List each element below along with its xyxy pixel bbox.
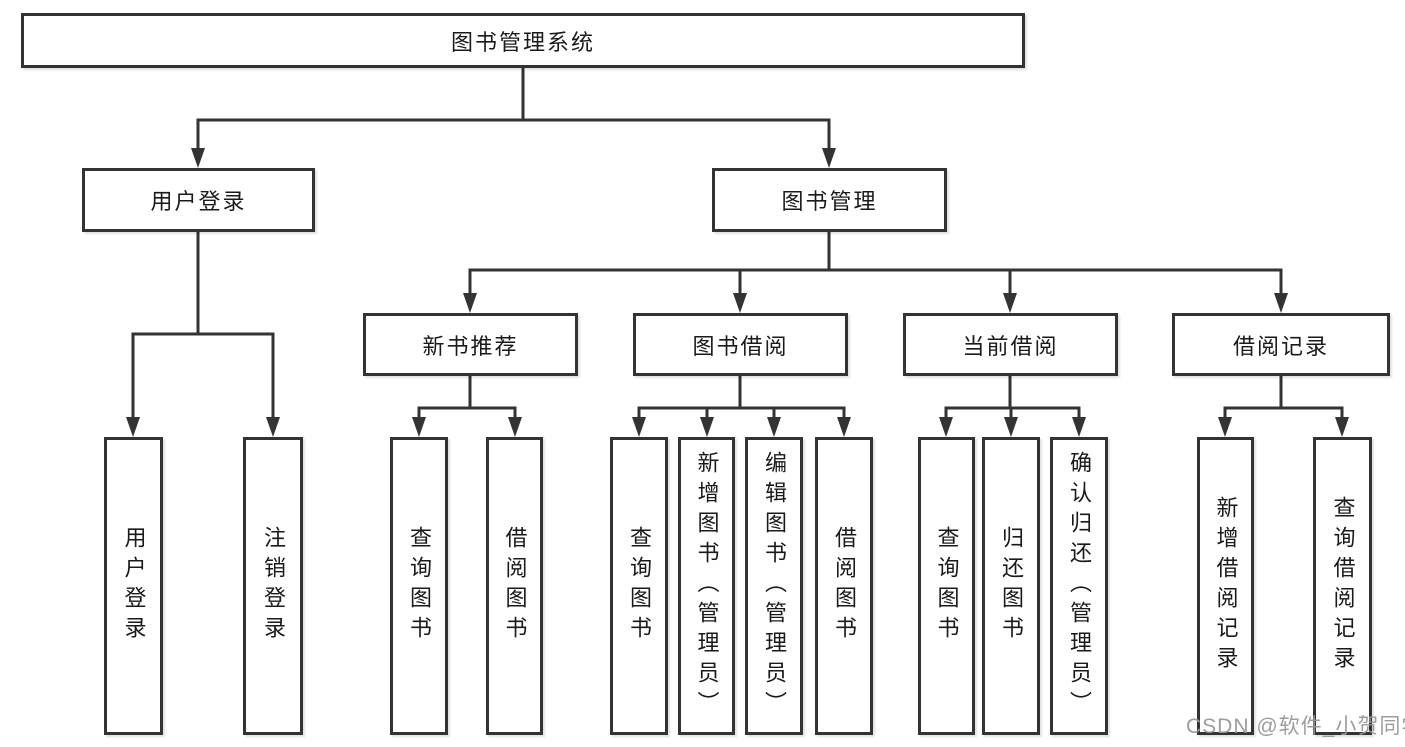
node-user-login: 用户登录 bbox=[82, 168, 315, 232]
leaf-borrow-books-recommend: 借阅图书 bbox=[486, 437, 543, 735]
leaf-borrow-books: 借阅图书 bbox=[815, 437, 873, 735]
leaf-edit-book-admin: 编辑图书（管理员） bbox=[745, 437, 803, 735]
connector-newbook-to-leaves bbox=[412, 376, 522, 437]
node-book-borrow: 图书借阅 bbox=[633, 313, 848, 376]
connector-records-to-leaves bbox=[1218, 376, 1349, 437]
leaf-query-borrow-record: 查询借阅记录 bbox=[1313, 437, 1372, 735]
leaf-add-borrow-record: 新增借阅记录 bbox=[1197, 437, 1254, 735]
leaf-logout: 注销登录 bbox=[243, 437, 303, 735]
connector-borrow-to-leaves bbox=[632, 376, 851, 437]
connector-userlogin-to-leaves bbox=[126, 232, 280, 437]
node-book-management: 图书管理 bbox=[712, 168, 947, 232]
watermark: CSDN @软件_小贺同学 bbox=[1186, 715, 1405, 738]
node-root-system: 图书管理系统 bbox=[21, 13, 1025, 68]
leaf-return-book: 归还图书 bbox=[982, 437, 1040, 735]
leaf-user-login: 用户登录 bbox=[104, 437, 163, 735]
leaf-query-books-recommend: 查询图书 bbox=[390, 437, 448, 735]
leaf-query-books-current: 查询图书 bbox=[918, 437, 975, 735]
connector-root-to-level2 bbox=[191, 68, 836, 168]
node-new-book-recommend: 新书推荐 bbox=[363, 313, 578, 376]
leaf-add-book-admin: 新增图书（管理员） bbox=[678, 437, 735, 735]
connector-bookmgmt-to-level3 bbox=[463, 232, 1288, 313]
connector-current-to-leaves bbox=[939, 376, 1086, 437]
node-current-borrow: 当前借阅 bbox=[903, 313, 1118, 376]
leaf-confirm-return-admin: 确认归还（管理员） bbox=[1050, 437, 1108, 735]
leaf-query-books-borrow: 查询图书 bbox=[610, 437, 668, 735]
node-borrow-records: 借阅记录 bbox=[1172, 313, 1390, 376]
